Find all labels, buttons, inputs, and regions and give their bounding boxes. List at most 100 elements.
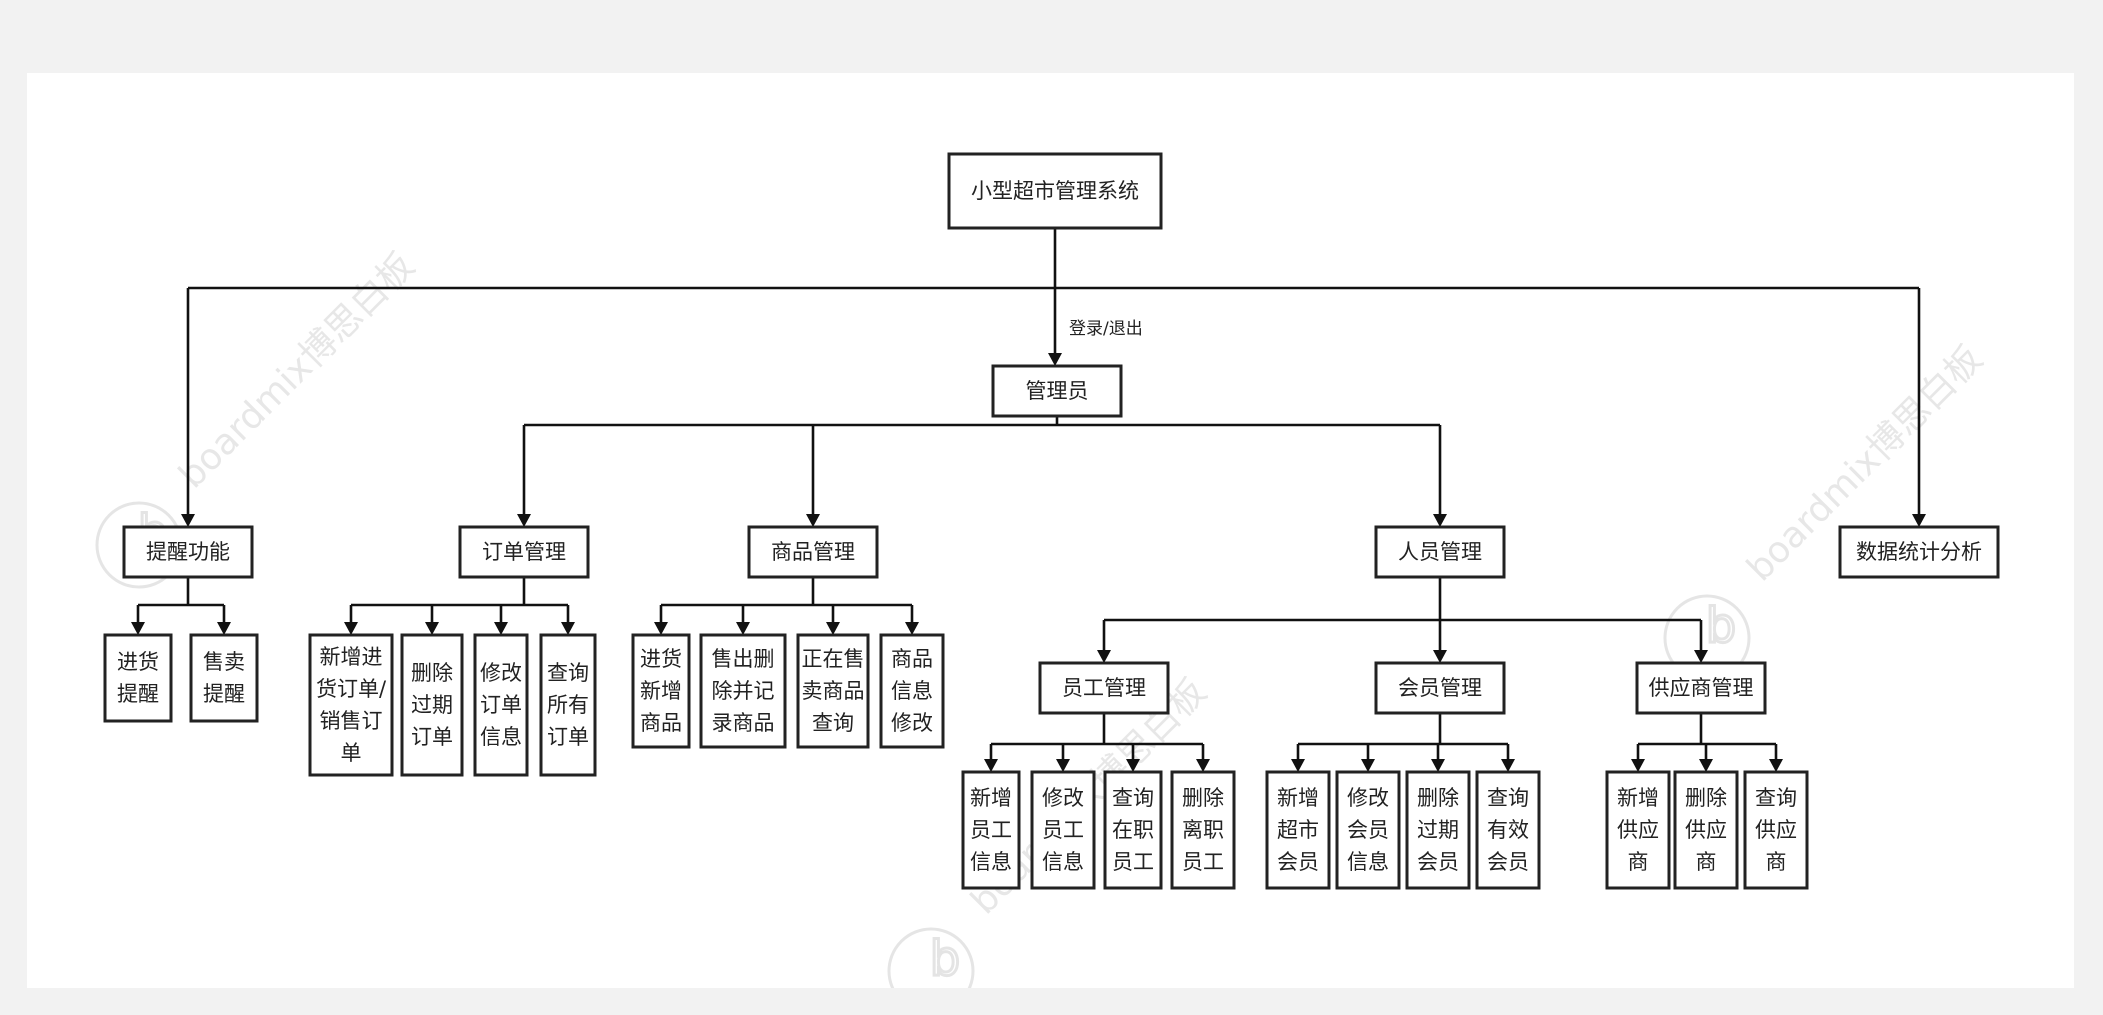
node-label: 查询 xyxy=(1112,786,1154,810)
node-goods[interactable]: 商品管理 xyxy=(747,525,879,579)
node-label: 小型超市管理系统 xyxy=(971,179,1139,203)
node-label: 过期 xyxy=(1417,818,1459,842)
node-box xyxy=(1743,770,1809,890)
arrowhead-icon xyxy=(494,622,508,635)
arrowhead-icon xyxy=(1912,514,1926,527)
node-label: 商 xyxy=(1628,850,1649,874)
node-sup[interactable]: 供应商管理 xyxy=(1635,661,1767,715)
node-label: 员工 xyxy=(1042,818,1084,842)
node-box xyxy=(991,364,1123,418)
node-box xyxy=(103,633,173,723)
node-box xyxy=(879,633,945,749)
node-box xyxy=(796,633,870,749)
arrowhead-icon xyxy=(217,622,231,635)
arrowhead-icon xyxy=(425,622,439,635)
node-label: 会员 xyxy=(1417,850,1459,874)
node-label: 信息 xyxy=(891,679,933,703)
org-structure-diagram: bboardmix博思白板bboardmix博思白板bboardmix博思白板 … xyxy=(95,152,2000,988)
node-label: 管理员 xyxy=(1026,379,1089,403)
node-label: 信息 xyxy=(1042,850,1084,874)
node-label: 除并记 xyxy=(712,679,775,703)
arrowhead-icon xyxy=(181,514,195,527)
node-box xyxy=(539,633,597,777)
node-label: 有效 xyxy=(1487,818,1529,842)
node-box xyxy=(1030,770,1096,890)
node-label: 过期 xyxy=(411,693,453,717)
node-box xyxy=(1605,770,1671,890)
arrowhead-icon xyxy=(654,622,668,635)
arrowhead-icon xyxy=(1433,650,1447,663)
node-label: 员工管理 xyxy=(1062,676,1146,700)
node-box xyxy=(400,633,464,777)
node-box xyxy=(458,525,590,579)
node-people[interactable]: 人员管理 xyxy=(1374,525,1506,579)
node-mem[interactable]: 会员管理 xyxy=(1374,661,1506,715)
node-label: 订单 xyxy=(547,725,589,749)
node-label: 超市 xyxy=(1277,818,1319,842)
node-box xyxy=(1838,525,2000,579)
node-box xyxy=(1038,661,1170,715)
node-box xyxy=(747,525,879,579)
node-label: 订单 xyxy=(411,725,453,749)
node-label: 新增 xyxy=(640,679,682,703)
node-label: 查询 xyxy=(1755,786,1797,810)
node-label: 售出删 xyxy=(712,647,775,671)
arrowhead-icon xyxy=(1769,759,1783,772)
node-box xyxy=(1103,770,1163,890)
node-label: 供应 xyxy=(1685,818,1727,842)
node-label: 员工 xyxy=(1112,850,1154,874)
node-label: 销售订 xyxy=(320,709,383,733)
node-label: 进货 xyxy=(640,647,682,671)
node-stats[interactable]: 数据统计分析 xyxy=(1838,525,2000,579)
boardmix-b-glyph: b xyxy=(930,931,960,987)
arrowhead-icon xyxy=(1501,759,1515,772)
node-box xyxy=(1265,770,1331,890)
node-label: 人员管理 xyxy=(1398,540,1482,564)
node-remind[interactable]: 提醒功能 xyxy=(122,525,254,579)
arrowhead-icon xyxy=(736,622,750,635)
arrowhead-icon xyxy=(561,622,575,635)
node-label: 员工 xyxy=(1182,850,1224,874)
node-box xyxy=(308,633,394,777)
arrowhead-icon xyxy=(1126,759,1140,772)
arrowhead-icon xyxy=(1196,759,1210,772)
node-label: 删除 xyxy=(411,661,453,685)
node-label: 新增 xyxy=(970,786,1012,810)
node-box xyxy=(1405,770,1471,890)
arrowhead-icon xyxy=(1433,514,1447,527)
node-box xyxy=(947,152,1163,230)
node-admin[interactable]: 管理员 xyxy=(991,364,1123,418)
arrowhead-icon xyxy=(131,622,145,635)
node-label: 商 xyxy=(1766,850,1787,874)
node-label: 修改 xyxy=(480,661,522,685)
node-root[interactable]: 小型超市管理系统 xyxy=(947,152,1163,230)
node-label: 货订单/ xyxy=(316,677,387,701)
arrowhead-icon xyxy=(344,622,358,635)
edge-layer: 登录/退出 xyxy=(131,228,1926,772)
node-label: 所有 xyxy=(547,693,589,717)
node-order[interactable]: 订单管理 xyxy=(458,525,590,579)
node-emp[interactable]: 员工管理 xyxy=(1038,661,1170,715)
node-label: 修改 xyxy=(1347,786,1389,810)
